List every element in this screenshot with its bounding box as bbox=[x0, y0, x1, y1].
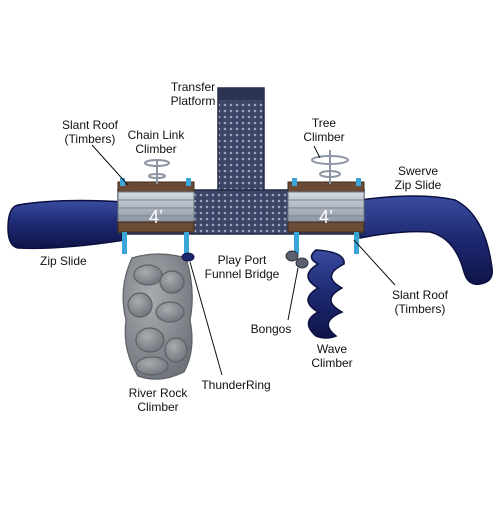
slant-roof-right bbox=[287, 181, 365, 233]
label-chain-link-climber: Chain Link Climber bbox=[127, 128, 185, 156]
label-bongos: Bongos bbox=[250, 322, 292, 336]
label-slant-roof-left: Slant Roof (Timbers) bbox=[61, 118, 119, 146]
label-swerve-zip-slide: Swerve Zip Slide bbox=[394, 164, 442, 192]
label-slant-roof-right: Slant Roof (Timbers) bbox=[391, 288, 449, 316]
label-river-rock-climber: River Rock Climber bbox=[128, 386, 188, 414]
label-wave-climber: Wave Climber bbox=[311, 342, 353, 370]
label-zip-slide: Zip Slide bbox=[40, 254, 87, 268]
label-play-port-funnel-bridge: Play Port Funnel Bridge bbox=[204, 253, 280, 281]
slant-roof-left bbox=[117, 181, 195, 233]
transfer-platform bbox=[217, 87, 265, 197]
river-rock-climber bbox=[122, 253, 193, 380]
wave-climber bbox=[307, 249, 345, 339]
label-thunderring: ThunderRing bbox=[201, 378, 271, 392]
deck-height-left: 4’ bbox=[149, 207, 163, 227]
bongos bbox=[285, 250, 309, 269]
label-transfer-platform: Transfer Platform bbox=[170, 80, 216, 108]
swerve-zip-slide bbox=[359, 195, 493, 285]
tree-climber bbox=[311, 150, 349, 184]
leader-lines bbox=[91, 144, 396, 376]
zip-slide-left bbox=[7, 199, 126, 250]
thunderring bbox=[181, 252, 195, 262]
label-tree-climber: Tree Climber bbox=[303, 116, 345, 144]
deck-height-right: 4’ bbox=[319, 207, 333, 227]
chain-link-climber bbox=[144, 159, 170, 184]
